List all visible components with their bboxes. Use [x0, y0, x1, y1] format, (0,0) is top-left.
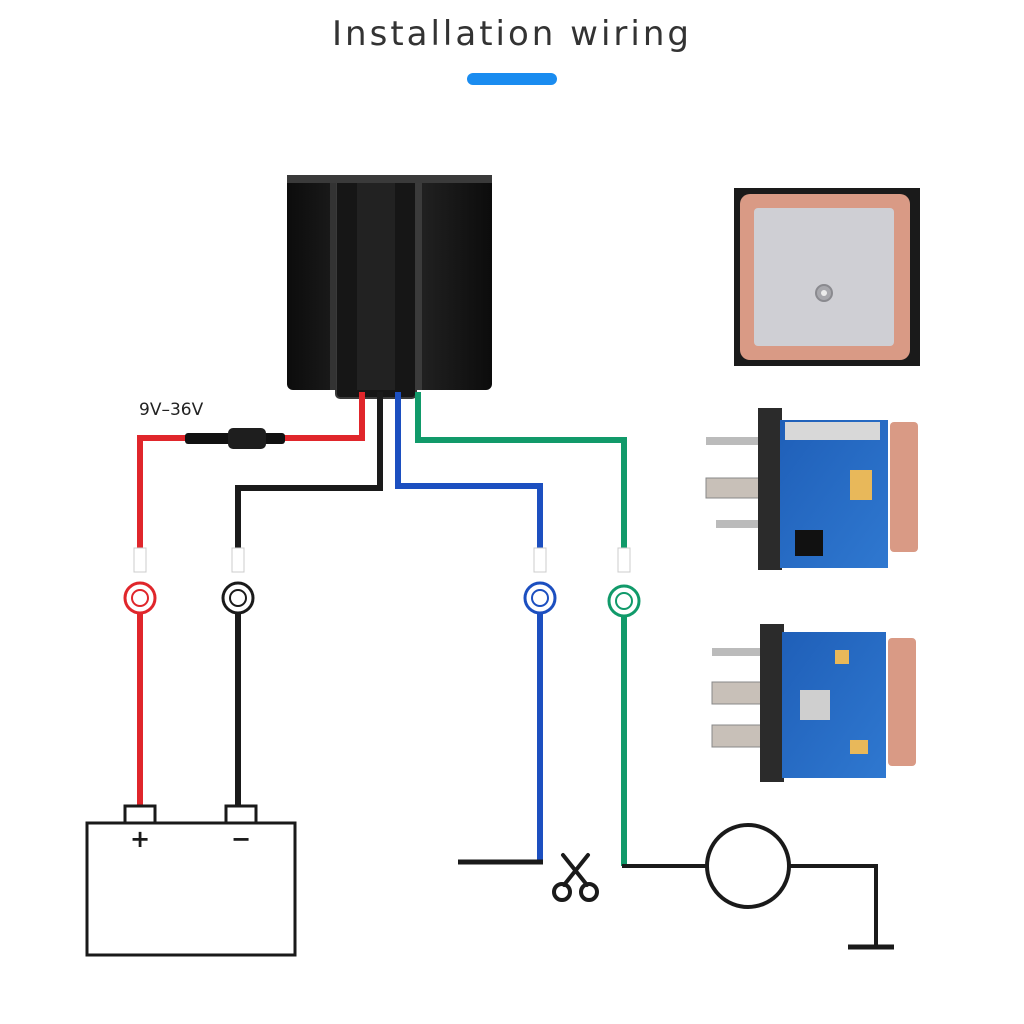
red-wire	[123, 392, 365, 808]
blue-wire	[395, 392, 557, 865]
gps-antenna-image	[734, 188, 920, 366]
battery-plus-label: +	[130, 825, 150, 853]
battery-minus-label: −	[231, 825, 251, 853]
tracker-device	[287, 175, 492, 399]
fuse-icon	[185, 428, 285, 449]
scissors-icon	[552, 853, 599, 902]
voltage-label: 9V–36V	[139, 400, 204, 420]
title-underline	[467, 73, 557, 85]
black-wire	[221, 392, 383, 808]
pcb-angled-image	[711, 624, 916, 782]
relay-coil-icon	[705, 823, 878, 945]
pcb-side-image	[705, 408, 918, 570]
green-wire	[415, 392, 710, 868]
page-title: Installation wiring	[332, 14, 692, 54]
battery: + −	[85, 804, 297, 957]
